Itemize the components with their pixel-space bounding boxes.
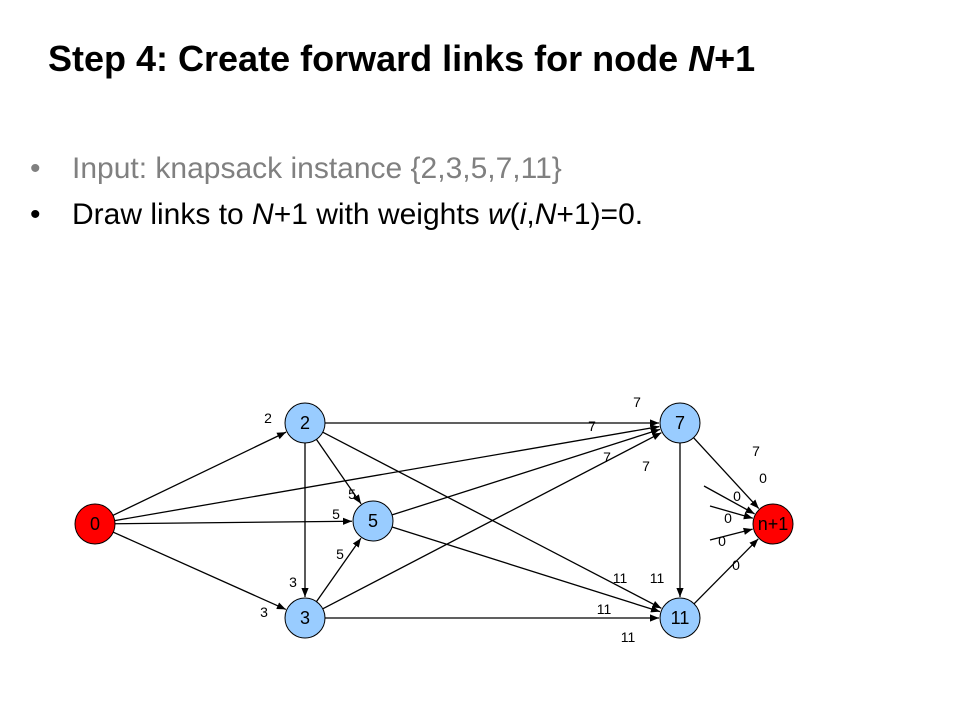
edge-weight-label: 2 bbox=[264, 410, 272, 426]
node-circle bbox=[284, 402, 326, 444]
edge-weight-label: 11 bbox=[621, 629, 636, 645]
edge-weight-label: 5 bbox=[332, 506, 340, 522]
title-text: Step 4: Create forward links for node bbox=[48, 38, 689, 79]
bullet-em: N bbox=[252, 198, 274, 231]
edge-2-to-5 bbox=[315, 439, 362, 505]
node-11: 11 bbox=[659, 597, 701, 639]
node-label: 0 bbox=[90, 514, 100, 534]
node-label: 11 bbox=[671, 608, 690, 628]
title-emphasis: N bbox=[688, 38, 715, 79]
edge-weight-label: 0 bbox=[733, 488, 741, 504]
edge-weight-label: 11 bbox=[597, 601, 612, 617]
edge-weight-label: 0 bbox=[732, 557, 740, 573]
node-2: 2 bbox=[284, 402, 326, 444]
edge-0-to-7 bbox=[114, 424, 660, 522]
bullet-text: Draw links to bbox=[72, 198, 253, 231]
node-label: 7 bbox=[675, 413, 685, 433]
bullet-list: • Input: knapsack instance {2,3,5,7,11} •… bbox=[30, 146, 643, 238]
edge-3-to-5 bbox=[315, 537, 362, 602]
node-n1: n+1 bbox=[752, 503, 794, 545]
node-3: 3 bbox=[284, 597, 326, 639]
edge-5-to-7 bbox=[391, 428, 661, 516]
edge-weight-label: 0 bbox=[759, 470, 767, 486]
bullet-text: +1 with weights bbox=[273, 198, 488, 231]
edge-5-to-11 bbox=[391, 526, 661, 613]
nodes-layer: 0 2 3 5 7 11 n+1 bbox=[74, 402, 794, 639]
node-label: 3 bbox=[300, 608, 310, 628]
edge-0-to-2 bbox=[112, 431, 287, 516]
edge-weight-label: 3 bbox=[289, 574, 297, 590]
node-label: n+1 bbox=[758, 514, 789, 534]
bullet-dot: • bbox=[30, 198, 41, 231]
bullet-input: • Input: knapsack instance {2,3,5,7,11} bbox=[30, 146, 643, 192]
slide-title: Step 4: Create forward links for node N+… bbox=[48, 38, 755, 80]
node-circle bbox=[659, 597, 701, 639]
bullet-dot: • bbox=[30, 152, 41, 185]
node-label: 5 bbox=[368, 511, 378, 531]
node-label: 2 bbox=[300, 413, 310, 433]
edge-3-to-7 bbox=[322, 432, 662, 610]
bullet-em: w bbox=[488, 198, 510, 231]
edge-weight-label: 7 bbox=[588, 418, 596, 434]
bullet-text: , bbox=[526, 198, 535, 231]
node-circle bbox=[284, 597, 326, 639]
edge-weight-label: 0 bbox=[718, 533, 726, 549]
bullet-em: N bbox=[534, 198, 557, 231]
edge-weight-label: 11 bbox=[613, 570, 628, 586]
node-5: 5 bbox=[352, 500, 394, 542]
edge-weight-label: 3 bbox=[260, 604, 268, 620]
node-7: 7 bbox=[659, 402, 701, 444]
node-0: 0 bbox=[74, 503, 116, 545]
edge-weight-label: 5 bbox=[336, 546, 344, 562]
node-circle bbox=[659, 402, 701, 444]
edge-weight-label: 5 bbox=[348, 486, 356, 502]
edge-stub-to-n1 bbox=[709, 527, 753, 541]
edges-layer bbox=[112, 419, 760, 622]
edge-weight-label: 11 bbox=[650, 570, 665, 586]
bullet-text: +1)=0. bbox=[556, 198, 644, 231]
bullet-em: i bbox=[519, 198, 527, 231]
edge-weight-label: 7 bbox=[603, 449, 611, 465]
edge-weight-label: 7 bbox=[633, 394, 641, 410]
edge-weight-label: 7 bbox=[642, 458, 650, 474]
bullet-input-text: Input: knapsack instance {2,3,5,7,11} bbox=[72, 152, 562, 185]
title-suffix: +1 bbox=[714, 38, 756, 79]
edge-7-to-n1 bbox=[693, 437, 760, 509]
edge-weight-label: 0 bbox=[724, 510, 732, 526]
bullet-draw-links: •Draw links to N+1 with weights w(i,N+1)… bbox=[30, 192, 643, 238]
node-circle bbox=[74, 503, 116, 545]
edge-stub-to-n1 bbox=[709, 505, 753, 520]
edge-11-to-n1 bbox=[693, 538, 759, 605]
edge-stub-to-n1 bbox=[703, 485, 755, 515]
bullet-text: ( bbox=[509, 198, 520, 231]
node-circle bbox=[752, 503, 794, 545]
edge-0-to-5 bbox=[114, 517, 353, 525]
edge-0-to-3 bbox=[112, 531, 287, 611]
edge-weight-label: 7 bbox=[752, 443, 760, 459]
node-circle bbox=[352, 500, 394, 542]
